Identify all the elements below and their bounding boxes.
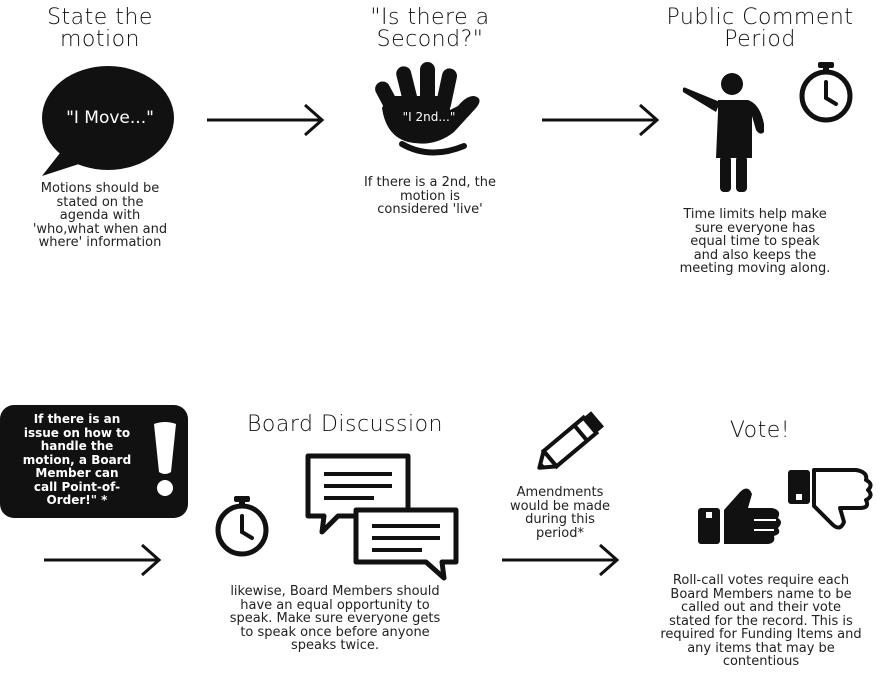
step1-title-line2: motion xyxy=(59,27,141,52)
chat-bubbles-icon xyxy=(305,453,459,581)
step5-description: Roll-call votes require each Board Membe… xyxy=(630,574,892,669)
arrow-right-icon xyxy=(207,103,325,137)
step2-desc-line: If there is a 2nd, the xyxy=(363,175,497,190)
speaking-person-icon xyxy=(682,73,764,192)
step3-title: Public Comment Period xyxy=(640,7,880,51)
step1-desc-line: Motions should be xyxy=(40,181,160,196)
point-of-order-line: handle the xyxy=(40,439,114,453)
point-of-order-line: motion, a Board xyxy=(22,452,132,467)
step3-title-line1: Public Comment xyxy=(666,5,854,30)
step4-title: Board Discussion xyxy=(247,412,443,437)
thumbs-up-icon xyxy=(698,488,781,544)
step4-desc-line: likewise, Board Members should xyxy=(230,584,440,599)
step3-desc-line: sure everyone has xyxy=(694,220,816,236)
step2-title-line1: "Is there a xyxy=(370,5,490,30)
pencil-icon xyxy=(537,411,605,470)
stopwatch-icon xyxy=(215,496,269,557)
point-of-order-line: Member can xyxy=(35,466,119,480)
step1-desc-line: 'who,what when and xyxy=(32,221,168,237)
arrow-right-icon xyxy=(44,543,162,577)
step3-title-line2: Period xyxy=(724,27,796,52)
step1-title: State the motion xyxy=(20,7,180,51)
stopwatch-icon xyxy=(799,62,853,123)
raised-hand-icon xyxy=(375,62,480,156)
raised-hand-text: "I 2nd..." xyxy=(402,110,456,124)
step3-desc-line: and also keeps the xyxy=(693,247,817,263)
step5-desc-line: required for Funding Items and xyxy=(660,627,862,642)
point-of-order-line: Order!" * xyxy=(46,493,108,507)
step4-desc-line: speaks twice. xyxy=(290,638,380,653)
step5-desc-line: stated for the record. This is xyxy=(669,613,853,629)
step2-title-line2: Second?" xyxy=(376,27,484,52)
step5-desc-line: contentious xyxy=(722,654,800,669)
step5-desc-line: called out and their vote xyxy=(681,600,841,615)
exclamation-icon xyxy=(154,422,176,496)
step5-title: Vote! xyxy=(729,418,791,443)
step5-desc-line: Roll-call votes require each xyxy=(672,573,850,588)
thumbs-down-icon xyxy=(788,468,873,530)
amendments-line: would be made xyxy=(509,498,611,514)
step3-desc-line: equal time to speak xyxy=(690,234,820,249)
step3-desc-line: meeting moving along. xyxy=(679,261,831,276)
arrow-right-icon xyxy=(542,103,660,137)
speech-bubble-text: "I Move..." xyxy=(66,108,154,128)
point-of-order-line: call Point-of- xyxy=(33,479,121,494)
step5-desc-line: any items that may be xyxy=(687,640,835,656)
amendments-line: during this xyxy=(525,512,595,527)
step4-desc-line: to speak once before anyone xyxy=(240,624,430,640)
step2-desc-line: motion is xyxy=(399,188,461,204)
step3-desc-line: Time limits help make xyxy=(683,207,827,222)
step1-desc-line: where' information xyxy=(38,235,162,250)
step1-desc-line: stated on the xyxy=(56,194,144,210)
step1-description: Motions should be stated on the agenda w… xyxy=(10,182,190,250)
step4-description: likewise, Board Members should have an e… xyxy=(195,585,475,653)
step2-title: "Is there a Second?" xyxy=(350,7,510,51)
step4-desc-line: have an equal opportunity to xyxy=(240,597,430,613)
point-of-order-line: If there is an xyxy=(33,412,121,426)
step1-title-line1: State the xyxy=(47,5,153,30)
step1-desc-line: agenda with xyxy=(59,208,141,223)
point-of-order-text: If there is an issue on how to handle th… xyxy=(2,412,152,508)
step4-desc-line: speak. Make sure everyone gets xyxy=(229,611,441,626)
amendments-line: Amendments xyxy=(516,485,604,500)
step2-desc-line: considered 'live' xyxy=(377,202,483,217)
point-of-order-line: issue on how to xyxy=(23,425,131,440)
speech-bubble-icon xyxy=(42,66,174,176)
amendments-line: period* xyxy=(536,525,584,541)
amendments-note: Amendments would be made during this per… xyxy=(485,486,635,540)
step2-description: If there is a 2nd, the motion is conside… xyxy=(335,176,525,217)
step3-description: Time limits help make sure everyone has … xyxy=(645,208,865,276)
step5-desc-line: Board Members name to be xyxy=(670,586,852,602)
arrow-right-icon xyxy=(502,543,620,577)
